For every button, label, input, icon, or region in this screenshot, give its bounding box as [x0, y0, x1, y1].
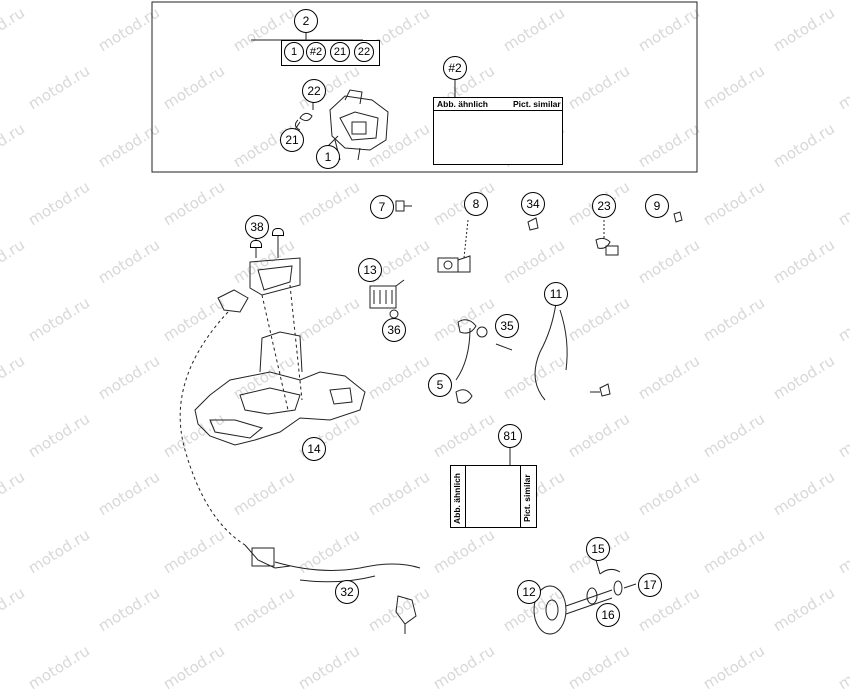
callout-22-top: 22 [302, 79, 326, 103]
control-unit-drawing [329, 89, 389, 161]
callout-16: 16 [596, 603, 620, 627]
callout-13: 13 [358, 258, 382, 282]
callout-1: 1 [316, 145, 340, 169]
screw-left [250, 240, 262, 248]
callout-harness: #2 [443, 56, 467, 80]
callout-34: 34 [521, 192, 545, 216]
group-item-callout: 22 [354, 42, 374, 62]
group-item-callout: #2 [306, 42, 326, 62]
callout-7: 7 [370, 195, 394, 219]
inset-wiring-right-strip [520, 465, 537, 528]
callout-12: 12 [517, 580, 541, 604]
inset-wiring-label-right: Pict. similar [522, 474, 532, 522]
callout-wiring: 81 [498, 424, 522, 448]
callout-21: 21 [280, 128, 304, 152]
callout-32: 32 [335, 580, 359, 604]
top-group-frame [151, 1, 698, 173]
callout-9: 9 [645, 194, 669, 218]
callout-14: 14 [302, 437, 326, 461]
callout-11: 11 [544, 282, 568, 306]
rear-frame-drawing [194, 236, 366, 446]
watermark-text: motod.ru [835, 641, 850, 693]
callout-group: 2 [294, 9, 318, 33]
inset-harness-label-right: Pict. similar [513, 99, 561, 109]
inset-harness-header [433, 97, 563, 111]
watermark-text: motod.ru [25, 641, 93, 693]
callout-5: 5 [428, 373, 452, 397]
callout-17: 17 [638, 573, 662, 597]
screw-right [272, 228, 284, 236]
watermark-text: motod.ru [700, 641, 768, 693]
connector-drawing [251, 547, 275, 567]
watermark-text: motod.ru [160, 641, 228, 693]
group-item-callout: 21 [330, 42, 350, 62]
callout-35: 35 [495, 314, 519, 338]
inset-wiring-label-left: Abb. ähnlich [452, 473, 462, 524]
callout-23: 23 [592, 194, 616, 218]
cable-route [179, 311, 246, 546]
inset-harness-label-left: Abb. ähnlich [437, 99, 488, 109]
callout-38: 38 [245, 215, 269, 239]
watermark-text: motod.ru [565, 641, 633, 693]
diagram-drawing [151, 1, 698, 635]
inset-wiring-left-strip [450, 465, 466, 528]
callout-36: 36 [382, 318, 406, 342]
callout-15: 15 [586, 537, 610, 561]
callout-8: 8 [464, 192, 488, 216]
watermark-text: motod.ru [430, 641, 498, 693]
group-item-callout: 1 [284, 42, 304, 62]
watermark-text: motod.ru [295, 641, 363, 693]
